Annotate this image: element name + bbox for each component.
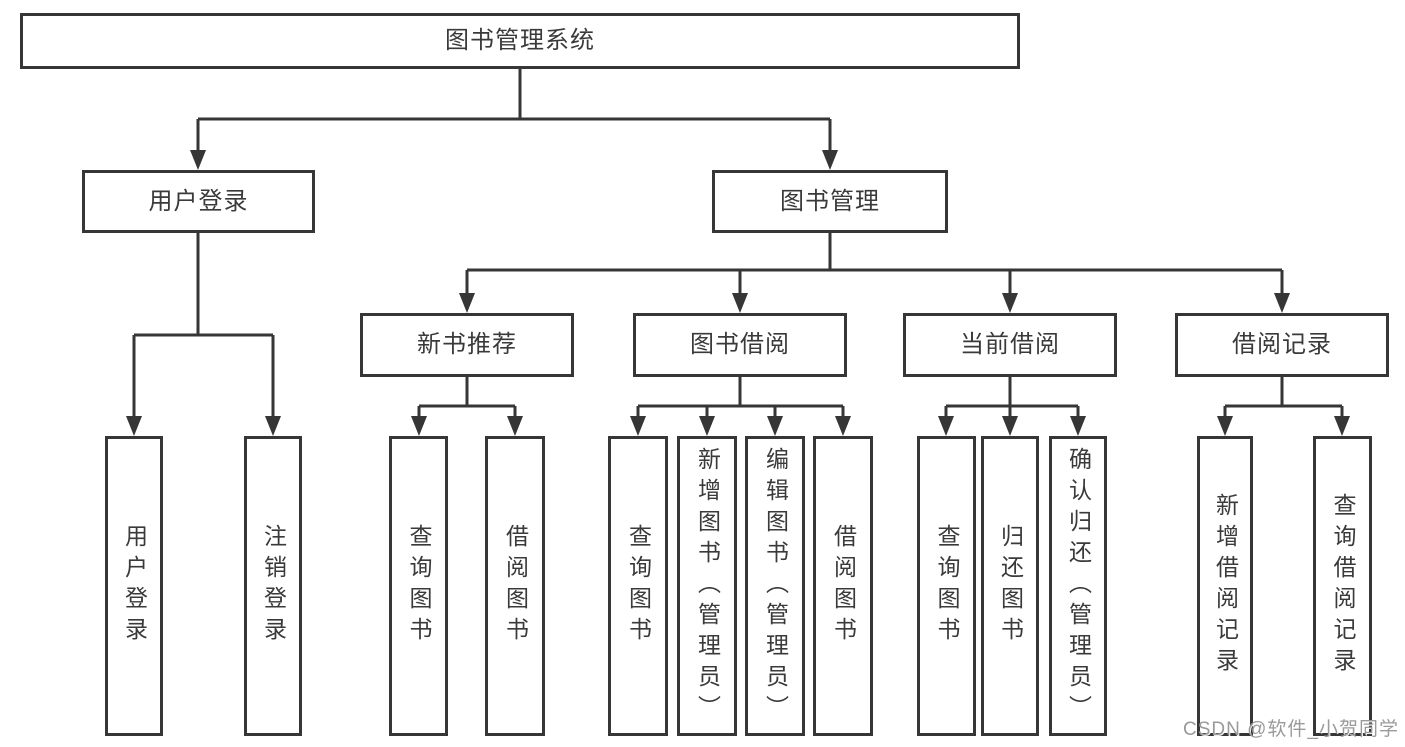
leaf-logout-login: 注销登录 (244, 436, 302, 736)
leaf-query-borrow-record: 查询借阅记录 (1313, 436, 1372, 736)
node-book-borrowing: 图书借阅 (633, 313, 847, 377)
connector-root (196, 68, 832, 152)
leaf-confirm-return-admin: 确认归还（管理员） (1049, 436, 1107, 736)
leaf-query-books-current: 查询图书 (917, 436, 976, 736)
node-borrowing-records: 借阅记录 (1175, 313, 1389, 377)
leaf-borrow-books-borrowing: 借阅图书 (813, 436, 873, 736)
leaf-add-books-admin: 新增图书（管理员） (677, 436, 737, 736)
connector-user-login (132, 233, 275, 418)
leaf-edit-books-admin: 编辑图书（管理员） (745, 436, 805, 736)
connector-borrowing-records (1223, 377, 1344, 418)
leaf-user-login: 用户登录 (105, 436, 163, 736)
leaf-return-books: 归还图书 (981, 436, 1039, 736)
connector-book-management (465, 233, 1284, 295)
leaf-borrow-books-recommend: 借阅图书 (485, 436, 545, 736)
leaf-query-books-borrowing: 查询图书 (608, 436, 668, 736)
connector-current-borrowing (944, 377, 1080, 418)
node-current-borrowing: 当前借阅 (903, 313, 1117, 377)
node-new-book-recommendation: 新书推荐 (360, 313, 574, 377)
node-book-management: 图书管理 (712, 170, 948, 233)
node-user-login-branch: 用户登录 (82, 170, 315, 233)
leaf-query-books-recommend: 查询图书 (389, 436, 448, 736)
connector-book-borrowing (636, 377, 845, 418)
connector-new-book-recommendation (417, 377, 517, 418)
leaf-add-borrow-record: 新增借阅记录 (1197, 436, 1253, 736)
watermark-text: CSDN @软件_小贺同学 (1183, 719, 1399, 740)
node-library-management-system: 图书管理系统 (20, 13, 1020, 69)
